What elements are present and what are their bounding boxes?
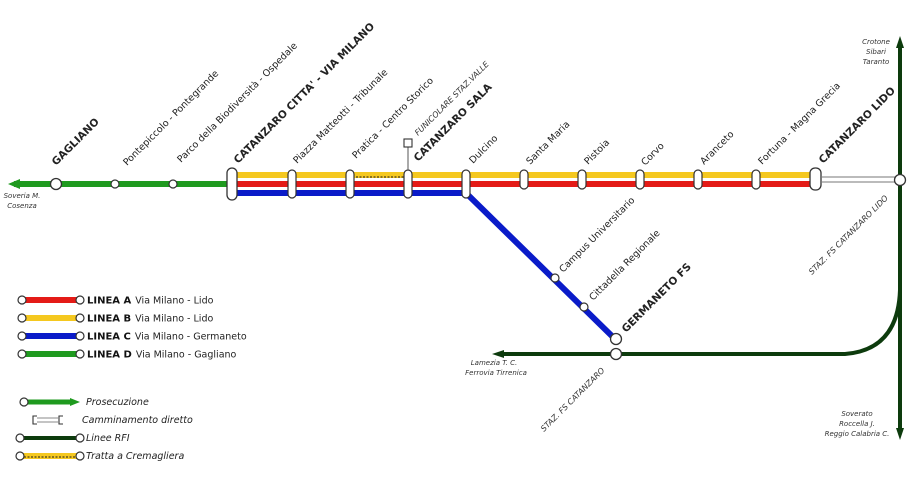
label-germaneto: GERMANETO FS (620, 261, 694, 335)
note-crotone-2: Sibari (866, 48, 886, 56)
station-corvo[interactable] (635, 169, 645, 190)
legend-symbols: Prosecuzione Camminamento diretto Linee … (15, 397, 193, 462)
note-soverato-3: Reggio Calabria C. (825, 430, 890, 438)
label-dulcino: Dulcino (467, 133, 500, 166)
label-aranceto: Aranceto (698, 129, 736, 167)
legend-camminamento: Camminamento diretto (32, 415, 193, 426)
label-pistoia: Pistoia (582, 137, 612, 167)
station-cittadella[interactable] (579, 302, 589, 312)
station-fortuna[interactable] (751, 169, 761, 190)
label-gagliano: GAGLIANO (50, 116, 102, 168)
label-staz-fs-lido: STAZ. FS CATANZARO LIDO (807, 194, 890, 277)
note-crotone-1: Crotone (862, 38, 890, 46)
label-santa-maria: Santa Maria (524, 119, 572, 167)
legend-line-c-desc: Via Milano - Germaneto (135, 332, 247, 343)
station-pistoia[interactable] (577, 169, 587, 190)
legend-line-b: LINEA B Via Milano - Lido (17, 313, 213, 325)
connection-notes: Soveria M. Cosenza Crotone Sibari Tarant… (4, 38, 890, 438)
station-campus[interactable] (550, 273, 560, 283)
legend-line-b-desc: Via Milano - Lido (135, 314, 213, 325)
note-soveria-2: Cosenza (7, 202, 37, 210)
rfi-line-lamezia (498, 289, 902, 356)
note-crotone-3: Taranto (863, 58, 889, 66)
rfi-lines (492, 36, 904, 440)
line-d-arrow-west (8, 179, 20, 189)
label-staz-fs-catanzaro: STAZ. FS CATANZARO (539, 366, 606, 433)
label-corvo: Corvo (639, 141, 667, 169)
station-pratica[interactable] (345, 169, 355, 199)
station-rfi-lido[interactable] (893, 173, 907, 187)
note-soverato-2: Roccella J. (839, 420, 875, 428)
stations (49, 138, 907, 361)
station-citta[interactable] (226, 167, 238, 201)
legend-prosecuzione: Prosecuzione (19, 397, 149, 408)
rfi-arrow-south (896, 428, 904, 440)
station-lido[interactable] (809, 167, 822, 191)
note-lamezia-1: Lamezia T. C. (471, 359, 517, 367)
rfi-arrow-west (492, 350, 504, 358)
legend-rfi: Linee RFI (15, 433, 130, 444)
legend-cremagliera-label: Tratta a Cremagliera (86, 451, 184, 462)
station-santa-maria[interactable] (519, 169, 529, 190)
station-parco[interactable] (168, 179, 178, 189)
legend-cremagliera: Tratta a Cremagliera (15, 451, 184, 462)
station-aranceto[interactable] (693, 169, 703, 190)
station-funicolare[interactable] (403, 138, 413, 148)
station-rfi-catanzaro[interactable] (609, 347, 623, 361)
legend-camminamento-label: Camminamento diretto (82, 415, 193, 426)
line-d (8, 179, 232, 189)
station-gagliano[interactable] (49, 177, 63, 191)
note-soveria-1: Soveria M. (4, 192, 41, 200)
legend-rfi-label: Linee RFI (86, 433, 130, 444)
station-pontepiccolo[interactable] (110, 179, 120, 189)
legend-line-d-code: LINEA D (87, 350, 132, 361)
legend-line-c: LINEA C Via Milano - Germaneto (17, 331, 247, 343)
legend-line-d: LINEA D Via Milano - Gagliano (17, 349, 237, 361)
note-lamezia-2: Ferrovia Tirrenica (465, 369, 527, 377)
legend-line-a-code: LINEA A (87, 296, 132, 307)
walkway-lido-rfi (822, 176, 900, 183)
rfi-arrow-north (896, 36, 904, 48)
legend-prosecuzione-label: Prosecuzione (86, 397, 149, 408)
legend-line-c-code: LINEA C (87, 332, 131, 343)
station-matteotti[interactable] (287, 169, 297, 199)
legend-line-d-desc: Via Milano - Gagliano (136, 350, 237, 361)
note-soverato-1: Soverato (841, 410, 872, 418)
station-germaneto[interactable] (609, 332, 623, 346)
station-sala[interactable] (403, 169, 413, 199)
legend-line-a-desc: Via Milano - Lido (135, 296, 213, 307)
legend-line-b-code: LINEA B (87, 314, 131, 325)
station-dulcino[interactable] (461, 169, 471, 199)
label-pontepiccolo: Pontepiccolo - Pontegrande (121, 68, 221, 168)
